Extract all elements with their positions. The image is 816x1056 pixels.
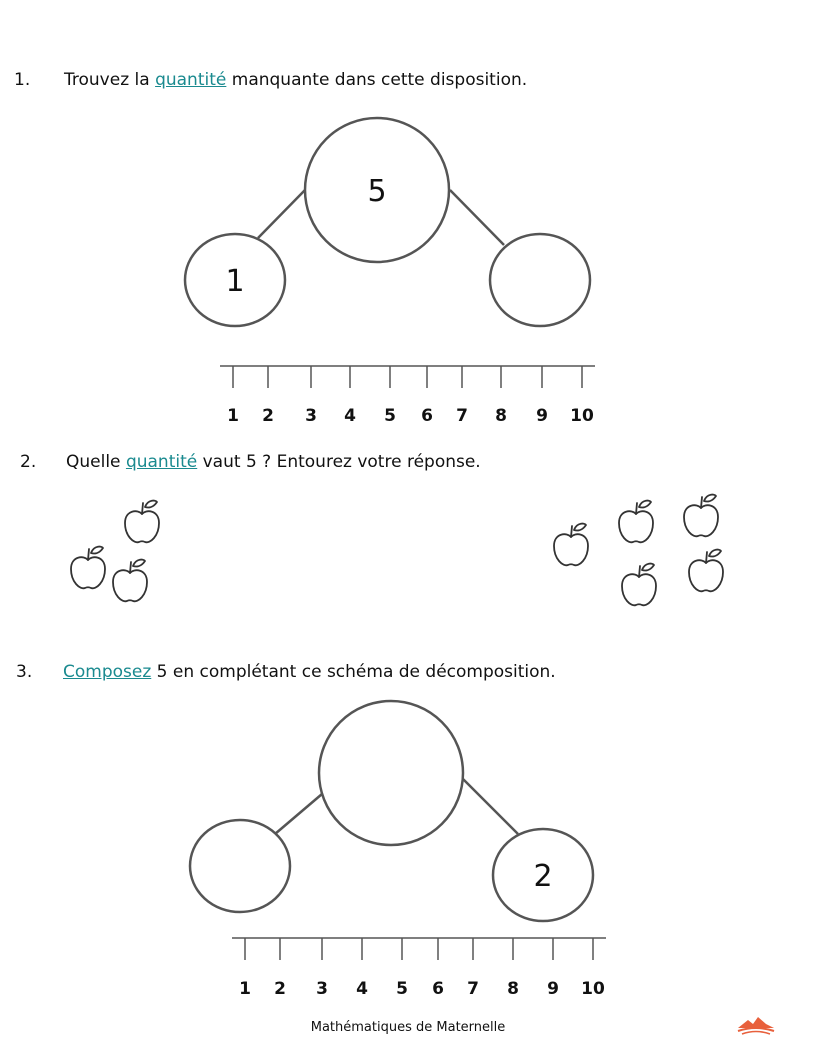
number-line-label: 8 [507, 979, 519, 999]
apple-icon [70, 545, 106, 590]
apple-icon [621, 562, 657, 607]
whole-value: 5 [367, 174, 386, 209]
number-bond-2: 2 [188, 699, 595, 923]
logo-icon [736, 1014, 776, 1040]
question-text-post: 5 en complétant ce schéma de décompositi… [151, 662, 556, 682]
question-text-post: vaut 5 ? Entourez votre réponse. [197, 452, 481, 472]
number-line-label: 6 [432, 979, 444, 999]
question-number: 1. [14, 70, 31, 90]
quantite-link[interactable]: quantité [125, 452, 198, 472]
footer-title: Mathématiques de Maternelle [310, 1020, 506, 1035]
number-line-label: 4 [356, 979, 368, 999]
quantite-link[interactable]: quantité [155, 70, 227, 90]
apple-icon [683, 493, 719, 538]
bond-line-right [449, 189, 505, 246]
question-3: 3. Composez 5 en complétant ce schéma de… [16, 662, 556, 682]
number-line-label: 7 [456, 406, 468, 426]
bond-line-right [461, 777, 519, 835]
number-line-label: 9 [536, 406, 548, 426]
question-1: 1. Trouvez la quantité manquante dans ce… [14, 70, 527, 90]
question-text-pre: Quelle [66, 452, 126, 472]
number-line-2: 1 2 3 4 5 6 7 8 9 10 [232, 937, 606, 999]
number-line-label: 5 [396, 979, 408, 999]
apple-icon [112, 558, 148, 603]
right-part-circle[interactable] [491, 827, 595, 923]
number-line-label: 6 [421, 406, 433, 426]
number-line-label: 4 [344, 406, 356, 426]
number-line-label: 3 [316, 979, 328, 999]
apple-icon [553, 522, 589, 567]
number-line-label: 10 [570, 406, 594, 426]
number-line-label: 1 [227, 406, 239, 426]
whole-circle[interactable] [317, 699, 465, 847]
bond-line-left [274, 793, 323, 835]
left-part-value: 1 [225, 264, 244, 299]
number-line-label: 10 [581, 979, 605, 999]
number-line-label: 3 [305, 406, 317, 426]
question-number: 3. [16, 662, 33, 682]
question-text: Composez 5 en complétant ce schéma de dé… [63, 662, 556, 682]
number-line-label: 5 [384, 406, 396, 426]
right-part-value: 2 [533, 859, 552, 894]
question-text: Trouvez la quantité manquante dans cette… [64, 70, 527, 90]
apple-icon [618, 499, 654, 544]
bond-line-left [257, 189, 306, 239]
composez-link[interactable]: Composez [63, 662, 152, 682]
number-bond-1: 5 1 [183, 116, 592, 328]
number-line-label: 7 [467, 979, 479, 999]
question-number: 2. [20, 452, 37, 472]
number-line-label: 9 [547, 979, 559, 999]
number-line-label: 2 [274, 979, 286, 999]
apple-group-right[interactable] [553, 493, 724, 607]
question-text: Quelle quantité vaut 5 ? Entourez votre … [66, 452, 481, 472]
left-part-circle[interactable] [188, 818, 292, 914]
right-part-circle[interactable] [488, 232, 592, 328]
number-line-label: 2 [262, 406, 274, 426]
question-text-pre: Trouvez la [64, 70, 156, 90]
whole-circle[interactable] [303, 116, 451, 264]
number-line-label: 8 [495, 406, 507, 426]
number-line-1: 1 2 3 4 5 6 7 8 9 10 [220, 365, 595, 426]
question-text-post: manquante dans cette disposition. [226, 70, 528, 90]
left-part-circle[interactable] [183, 232, 287, 328]
apple-icon [124, 499, 160, 544]
number-line-label: 1 [239, 979, 251, 999]
question-2: 2. Quelle quantité vaut 5 ? Entourez vot… [20, 452, 481, 472]
apple-icon [688, 548, 724, 593]
apple-group-left[interactable] [70, 499, 160, 603]
